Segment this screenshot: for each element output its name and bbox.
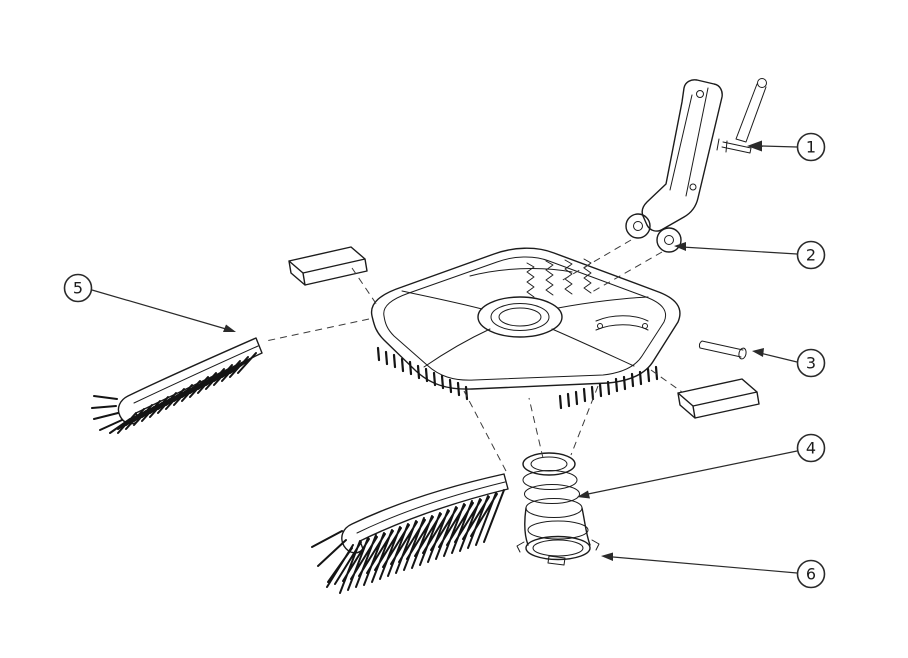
leader-line-5 (91, 289, 227, 330)
leader-arrow-4 (577, 490, 590, 499)
side-brush-inner-line (133, 345, 259, 404)
center-hub-outer (477, 296, 563, 338)
connector-tabs (516, 539, 600, 566)
axle-pin (698, 340, 747, 360)
hose-connector (516, 452, 600, 566)
leader-line-2 (681, 246, 798, 255)
connector-top-rim (522, 452, 576, 476)
center-hub-inner (498, 307, 542, 327)
pin-shaft (698, 340, 744, 358)
callout-3-label: 3 (806, 354, 816, 373)
connector-ridge-2 (524, 484, 580, 504)
side-brush-bristles (91, 352, 257, 434)
bracket-lower-hole (689, 183, 697, 191)
weight-block-right-outline (677, 378, 760, 419)
body-spokes (401, 268, 649, 368)
callout-5-circle[interactable] (63, 273, 93, 303)
weight-block-right (677, 378, 760, 419)
body-bristle-row-left (376, 346, 469, 401)
callout-6-circle[interactable] (796, 559, 826, 589)
callout-6-label: 6 (806, 565, 816, 584)
connector-band (527, 520, 589, 540)
callout-6[interactable]: 6 (796, 559, 826, 589)
callout-4-label: 4 (806, 439, 816, 458)
callout-5[interactable]: 5 (63, 273, 93, 303)
side-brush-body (117, 337, 263, 425)
leader-line-3 (759, 352, 798, 363)
callout-4[interactable]: 4 (796, 433, 826, 463)
handle-bracket (625, 79, 723, 253)
weight-block-left (288, 246, 368, 286)
center-hub-mid (490, 303, 550, 331)
socket-pivot-right (642, 323, 648, 329)
connector-ridge-1 (522, 470, 578, 490)
leader-arrow-3 (752, 348, 764, 357)
leader-line-6 (612, 556, 798, 574)
clip-legs (735, 83, 767, 143)
leader-line-1 (761, 145, 798, 148)
socket-pivot-left (597, 323, 603, 329)
fork-hole-left (633, 221, 643, 231)
bottom-brush-bristles (311, 489, 505, 594)
callout-5-label: 5 (73, 279, 83, 298)
fork-hole-right (664, 235, 674, 245)
callout-3-circle[interactable] (796, 348, 826, 378)
body-inner-line (383, 256, 667, 381)
callout-2-circle[interactable] (796, 240, 826, 270)
body-springs (526, 258, 592, 298)
leader-lines (91, 140, 798, 574)
connector-flange-bore (532, 539, 584, 557)
bottom-brush-body (341, 473, 509, 554)
bracket-ridge (669, 87, 709, 197)
bracket-arm (641, 79, 723, 232)
connector-top-bore (530, 456, 568, 472)
side-brush (91, 337, 263, 434)
leader-arrow-5 (223, 324, 236, 332)
callout-1[interactable]: 1 (796, 132, 826, 162)
callout-2-label: 2 (806, 246, 816, 265)
bottom-brush-inner-line (356, 481, 506, 534)
callout-4-circle[interactable] (796, 433, 826, 463)
leader-arrow-6 (601, 552, 613, 561)
fork-boss-left (625, 213, 651, 239)
callout-3[interactable]: 3 (796, 348, 826, 378)
body-bristle-row-right (558, 365, 659, 410)
assembly-dashed-lines (265, 239, 683, 472)
fork-boss-right (656, 227, 682, 253)
vacuum-head-body (370, 247, 681, 410)
handle-socket (595, 315, 649, 331)
callout-1-circle[interactable] (796, 132, 826, 162)
clip-loop (757, 78, 767, 88)
bracket-top-hole (696, 90, 704, 98)
callout-1-label: 1 (806, 138, 816, 157)
bottom-brush (311, 473, 509, 594)
connector-skirt (523, 507, 591, 546)
pin-end (738, 347, 747, 360)
lock-pin (716, 138, 752, 154)
handle-clip-pin (716, 78, 767, 154)
assembly-axis-lines (265, 239, 683, 472)
leader-arrow-1 (747, 140, 762, 152)
leader-arrow-2 (674, 242, 686, 251)
weight-block-left-outline (288, 246, 368, 286)
connector-flange (525, 535, 591, 561)
leader-line-4 (587, 450, 798, 495)
connector-ridge-3 (525, 498, 583, 518)
callout-2[interactable]: 2 (796, 240, 826, 270)
